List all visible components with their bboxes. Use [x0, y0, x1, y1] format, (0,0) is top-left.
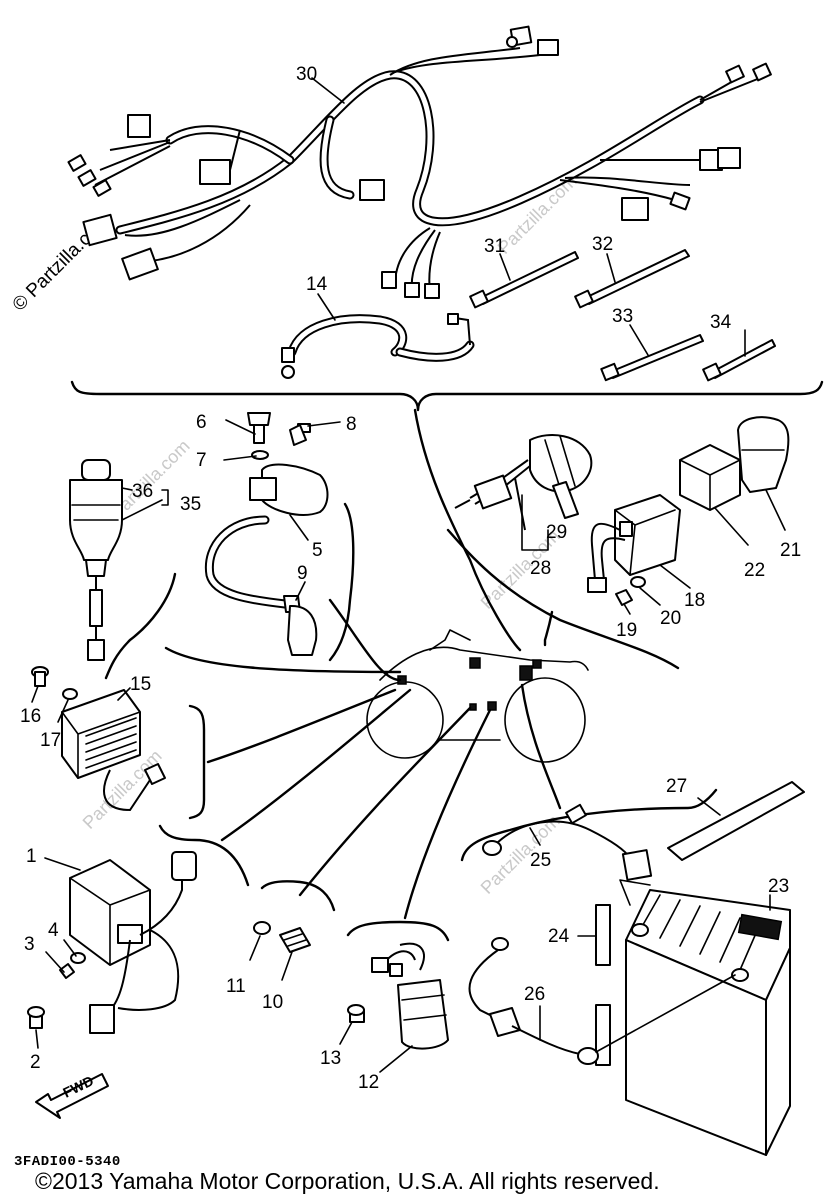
part-28-starter-relay: 28 29: [454, 434, 593, 579]
callout-32: 32: [592, 234, 613, 255]
part-23-battery: 23: [619, 876, 791, 1156]
part-27-strap: 27: [666, 776, 805, 861]
copyright-notice: ©2013 Yamaha Motor Corporation, U.S.A. A…: [35, 1168, 660, 1194]
callout-15: 15: [130, 674, 151, 695]
part-25-cable: 25: [482, 803, 653, 881]
callout-21: 21: [780, 540, 801, 561]
callout-9: 9: [297, 563, 308, 584]
callout-7: 7: [196, 450, 207, 471]
callout-3: 3: [24, 934, 35, 955]
callout-14: 14: [306, 274, 328, 295]
part-21-cover: 21: [737, 416, 801, 561]
fwd-arrow-icon: FWD: [35, 1072, 109, 1119]
callout-13: 13: [320, 1048, 341, 1069]
callout-25: 25: [530, 850, 551, 871]
callout-8: 8: [346, 414, 357, 435]
callout-31: 31: [484, 236, 505, 257]
part-12-switch: 13 12: [320, 942, 449, 1093]
callout-19: 19: [616, 620, 637, 641]
part-5-ignition-coil: 6 7 8 5 9: [196, 412, 357, 656]
callout-5: 5: [312, 540, 323, 561]
part-24-vent-tube: 24: [548, 904, 611, 1066]
callout-22: 22: [744, 560, 765, 581]
callout-29: 29: [546, 522, 567, 543]
catalog-code: 3FADI00-5340: [14, 1154, 121, 1170]
part-18-relay: 18 20 19: [587, 494, 705, 641]
callout-20: 20: [660, 608, 681, 629]
part-1-cdi-unit: 1 2 3 4: [24, 846, 197, 1073]
callout-16: 16: [20, 706, 41, 727]
callout-12: 12: [358, 1072, 379, 1093]
callout-1: 1: [26, 846, 37, 867]
part-35-main-switch: 36 35: [69, 459, 201, 661]
callout-34: 34: [710, 312, 732, 333]
vehicle-outline: [366, 629, 589, 763]
cable-ties: 31 32 33 34: [469, 234, 776, 382]
watermark-2: Partzilla.com: [494, 171, 581, 258]
part-22-relay: 22: [679, 444, 765, 581]
callout-17: 17: [40, 730, 61, 751]
part-10-sensor: 11 10: [226, 921, 311, 1013]
callout-18: 18: [684, 590, 705, 611]
callout-23: 23: [768, 876, 789, 897]
part-14-lead: 14: [281, 274, 475, 379]
callout-24: 24: [548, 926, 570, 947]
callout-6: 6: [196, 412, 207, 433]
wire-harness: 30: [67, 25, 772, 299]
callout-10: 10: [262, 992, 283, 1013]
callout-11: 11: [226, 976, 246, 997]
callout-28: 28: [530, 558, 551, 579]
callout-30: 30: [296, 64, 317, 85]
callout-33: 33: [612, 306, 633, 327]
part-15-rectifier: 15 16 17: [20, 666, 166, 812]
callout-2: 2: [30, 1052, 41, 1073]
callout-26: 26: [524, 984, 545, 1005]
callout-35: 35: [180, 494, 201, 515]
callout-4: 4: [48, 920, 59, 941]
callout-36: 36: [132, 481, 153, 502]
callout-27: 27: [666, 776, 687, 797]
part-26-cable: 26: [468, 937, 736, 1065]
